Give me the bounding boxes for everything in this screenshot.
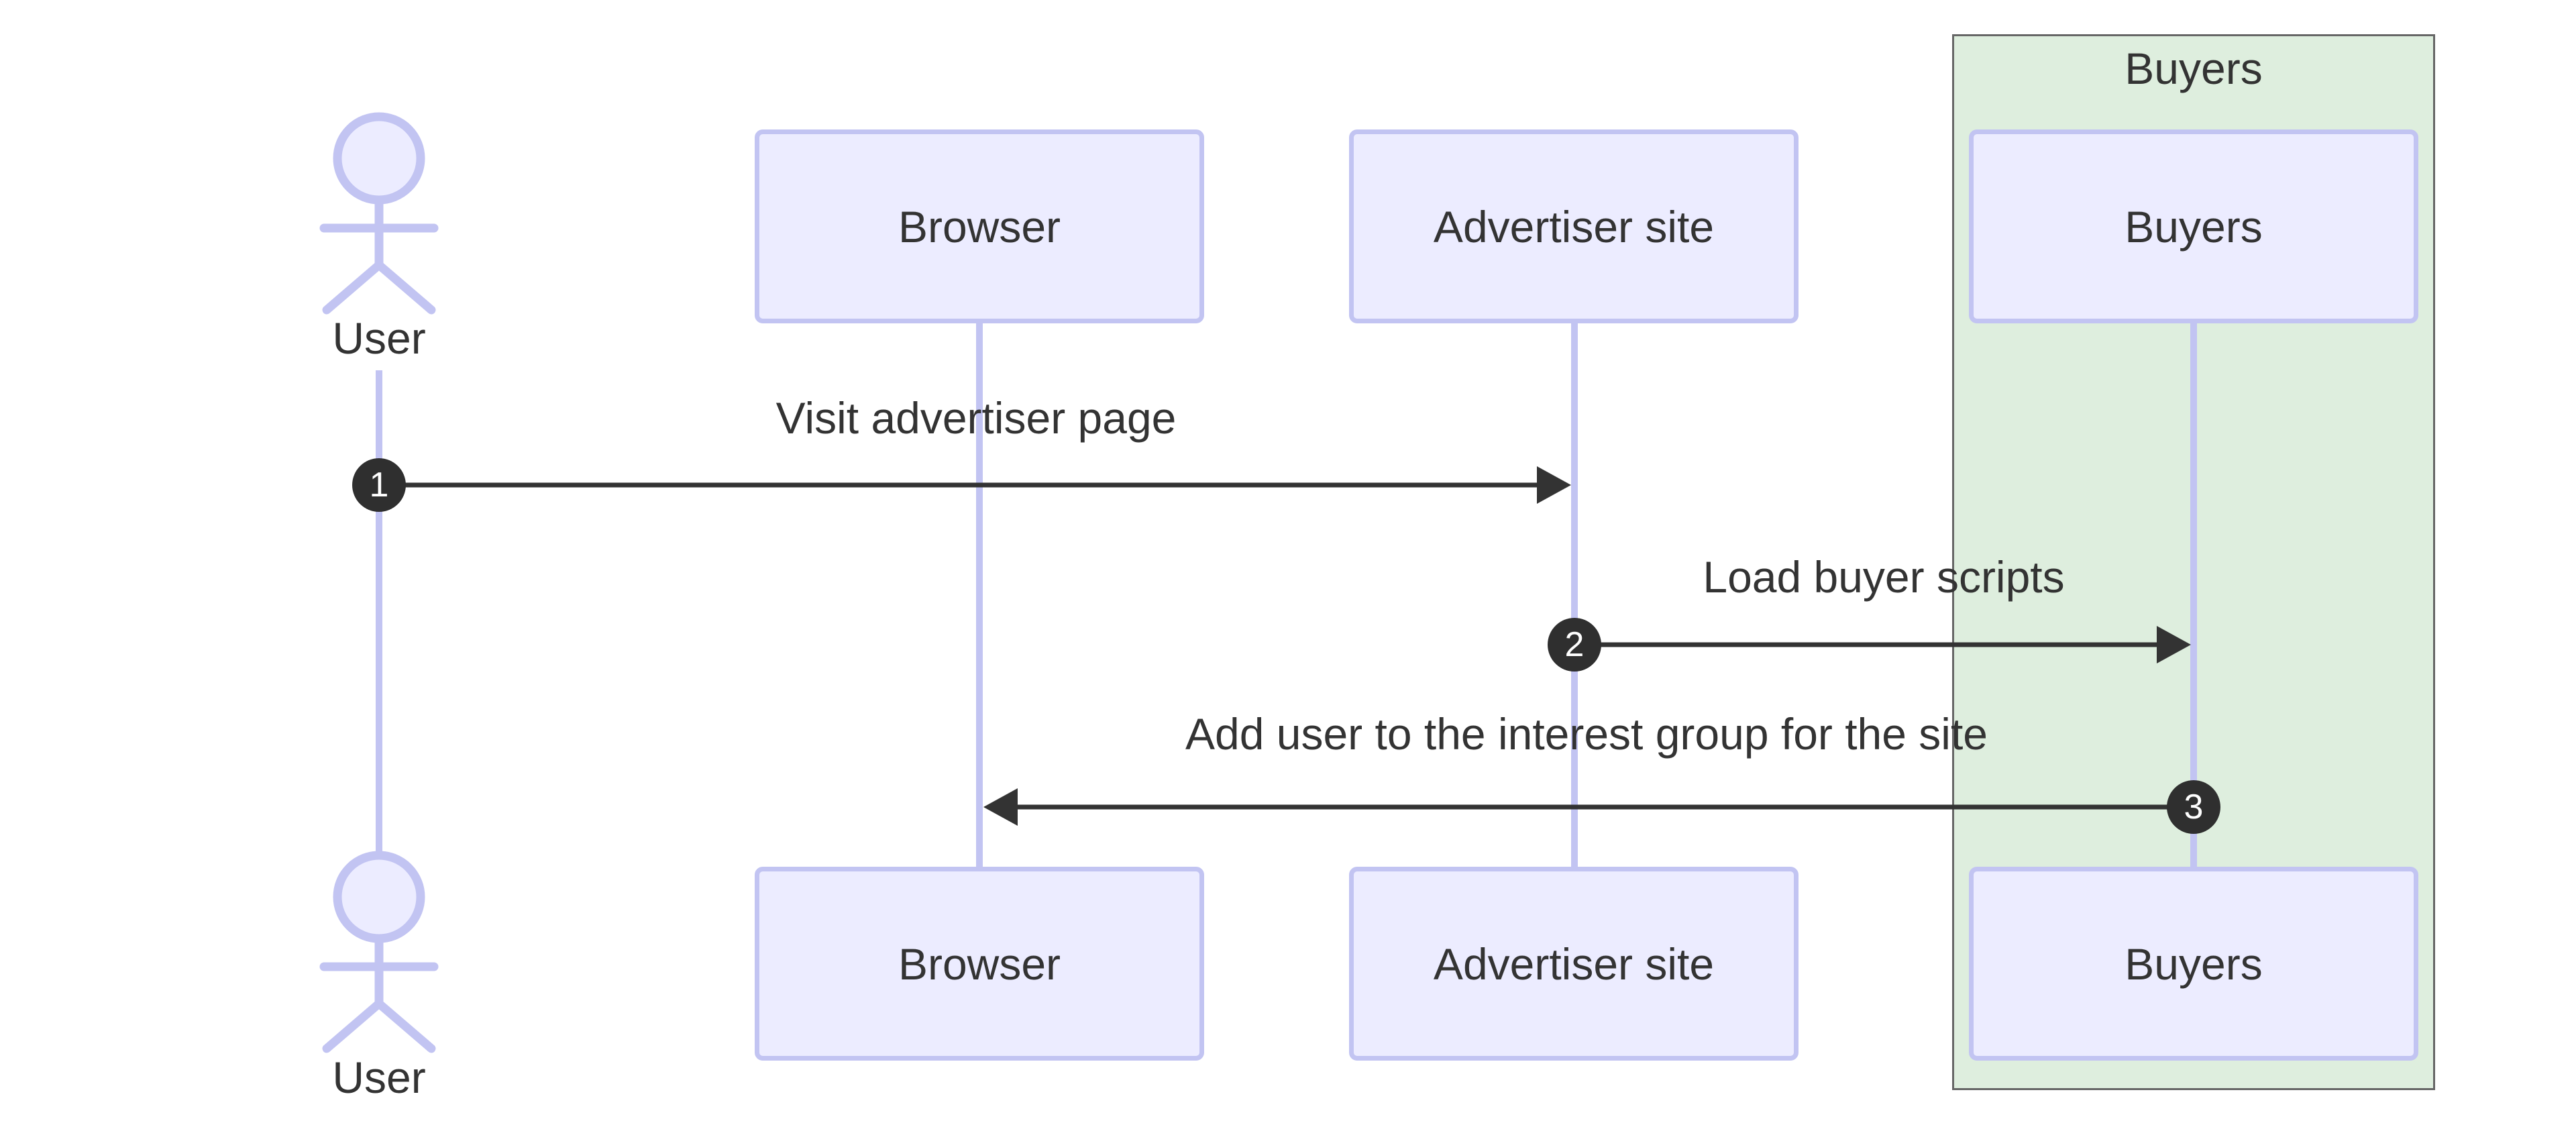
actor-head (333, 851, 425, 943)
message-3-label: Add user to the interest group for the s… (1185, 709, 1988, 759)
message-3-arrow (983, 788, 2194, 826)
message-1-label: Visit advertiser page (775, 393, 1177, 443)
participant-box-buyers-bottom: Buyers (1969, 867, 2418, 1061)
sequence-badge-2: 2 (1548, 618, 1601, 672)
actor-leg-left (322, 999, 384, 1053)
participant-box-browser-bottom: Browser (755, 867, 1204, 1061)
participant-box-advertiser-bottom: Advertiser site (1349, 867, 1799, 1061)
participant-box-buyers-top: Buyers (1969, 129, 2418, 323)
participant-box-advertiser-top: Advertiser site (1349, 129, 1799, 323)
actor-head (333, 112, 425, 205)
arrowhead-left-icon (983, 788, 1018, 826)
sequence-badge-1: 1 (352, 458, 406, 512)
message-2-arrow (1574, 626, 2191, 663)
actor-leg-left (322, 260, 384, 315)
arrowhead-right-icon (2157, 626, 2191, 663)
actor-figure-user-top (319, 112, 439, 315)
actor-leg-right (374, 260, 436, 315)
message-1-arrow (379, 466, 1571, 504)
group-title: Buyers (2125, 44, 2263, 93)
actor-label-user-top: User (332, 313, 426, 363)
arrowhead-right-icon (1537, 466, 1571, 504)
sequence-badge-3: 3 (2167, 780, 2220, 834)
participant-box-browser-top: Browser (755, 129, 1204, 323)
actor-leg-right (374, 999, 436, 1053)
actor-figure-user-bottom (319, 851, 439, 1053)
message-2-label: Load buyer scripts (1703, 552, 2065, 602)
actor-label-user-bottom: User (332, 1053, 426, 1102)
